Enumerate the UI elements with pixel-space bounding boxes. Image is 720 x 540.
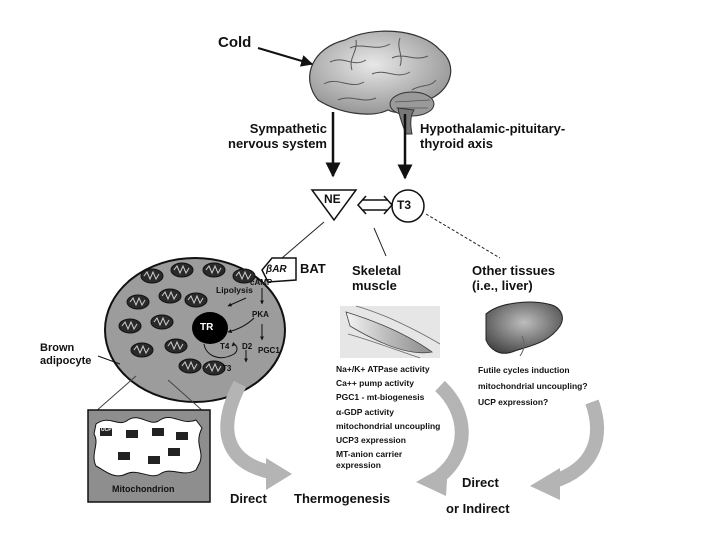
ne-triangle (310, 189, 358, 222)
connector-ne-bat (281, 221, 325, 259)
t3-label: T3 (397, 198, 412, 212)
muscle-illustration (340, 305, 441, 359)
beta-receptor-label: βAR (266, 264, 287, 275)
curved-arrow-middle (434, 380, 469, 482)
cold-label: Cold (218, 34, 252, 51)
cell-mitochondrion (150, 314, 174, 330)
d2-label: D2 (242, 342, 253, 351)
cell-mitochondrion (164, 338, 188, 354)
cold-arrow (257, 47, 314, 67)
cell-mitochondrion (126, 294, 150, 310)
pgc1-label: PGC1 (258, 346, 280, 355)
cell-mitochondrion (170, 262, 194, 278)
adipocyte-pointer (97, 355, 121, 365)
direct-left-label: Direct (230, 491, 267, 506)
crosstalk-arrow (356, 195, 394, 215)
cell-mitochondrion (178, 358, 202, 374)
bat-label: BAT (300, 261, 326, 276)
cell-mitochondrion (130, 342, 154, 358)
tr-nucleus (192, 312, 228, 344)
cell-mitochondrion (118, 318, 142, 334)
t3-bat-label: T3 (222, 364, 232, 373)
other-tissues-list: Futile cycles induction mitochondrial un… (478, 362, 588, 410)
cell-mitochondrion (202, 262, 226, 278)
direct-right-label: Direct (462, 475, 499, 490)
other-tissues-title: Other tissues (i.e., liver) (472, 263, 556, 293)
or-indirect-label: or Indirect (446, 501, 510, 516)
cell-mitochondrion (184, 292, 208, 308)
ucp-label: UCP (101, 427, 112, 433)
cell-mitochondrion (202, 360, 226, 376)
brain-illustration (309, 30, 452, 135)
skeletal-muscle-title: Skeletal muscle (352, 263, 402, 293)
cell-mitochondrion (158, 288, 182, 304)
t4-label: T4 (220, 342, 230, 351)
tr-label: TR (200, 322, 214, 333)
mitochondrion-panel (87, 409, 211, 503)
cell-mitochondrion (232, 268, 256, 284)
skeletal-item: expression (336, 460, 381, 471)
brown-adipocyte-cell (104, 257, 297, 403)
skeletal-muscle-list: Na+/K+ ATPase activity Ca++ pump activit… (336, 362, 440, 472)
other-item: Futile cycles induction (478, 365, 570, 375)
curved-arrow-right (549, 399, 605, 489)
sympathetic-label: Sympathetic nervous system (228, 121, 327, 151)
brown-adipocyte-label: Brown adipocyte (40, 342, 92, 367)
mitochondrion-label: Mitochondrion (112, 484, 175, 494)
skeletal-item: α-GDP activity (336, 406, 394, 417)
pka-label: PKA (252, 310, 269, 319)
liver-illustration (485, 301, 563, 357)
skeletal-item: mitochondrial uncoupling (336, 420, 441, 431)
connector-other (425, 213, 501, 259)
skeletal-item: MT-anion carrier (336, 449, 403, 460)
skeletal-item: Ca++ pump activity (336, 378, 414, 389)
thyroid-axis-label: Hypothalamic-pituitary- thyroid axis (420, 121, 566, 151)
skeletal-item: PGC1 - mt-biogenesis (336, 392, 425, 403)
skeletal-item: UCP3 expression (336, 434, 406, 445)
skeletal-item: Na+/K+ ATPase activity (336, 364, 430, 374)
camp-label: cAMP (250, 278, 273, 287)
thermogenesis-label: Thermogenesis (294, 491, 391, 506)
connector-skeletal (373, 227, 387, 257)
curved-arrow-left (220, 380, 272, 479)
other-item: UCP expression? (478, 397, 549, 407)
cell-mitochondrion (140, 268, 164, 284)
ne-label: NE (324, 192, 341, 206)
lipolysis-label: Lipolysis (216, 285, 253, 295)
other-item: mitochondrial uncoupling? (478, 381, 588, 391)
